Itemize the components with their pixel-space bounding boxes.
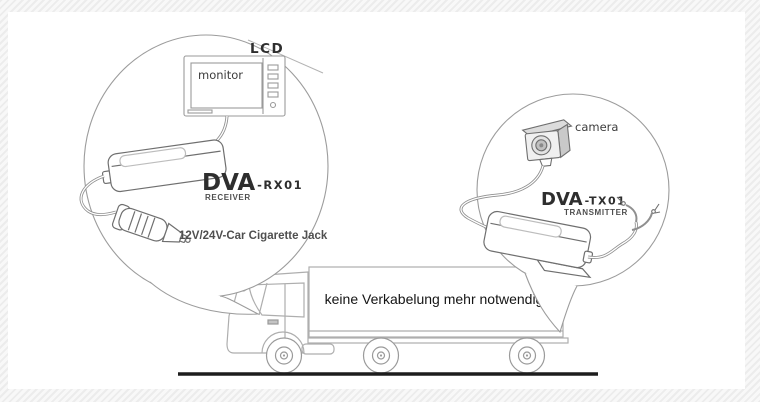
camera-bracket bbox=[539, 157, 553, 167]
camera-label: camera bbox=[575, 120, 618, 134]
transmitter-callout: camera DVA-TX01 TRANSMITTER bbox=[459, 93, 670, 334]
transmitter-role: TRANSMITTER bbox=[564, 208, 628, 217]
transmitter-device bbox=[483, 210, 594, 279]
receiver-device bbox=[101, 139, 227, 193]
truck-cab bbox=[226, 271, 335, 355]
transmitter-callout-tail bbox=[525, 273, 577, 332]
plug-cable bbox=[79, 174, 117, 216]
truck-illustration: keine Verkabelung mehr notwendig bbox=[178, 266, 598, 376]
receiver-role: RECEIVER bbox=[205, 193, 251, 202]
pigtail-wire-right bbox=[631, 212, 653, 231]
truck-wheels bbox=[265, 337, 546, 374]
wire-tip-right bbox=[651, 209, 656, 214]
receiver-callout-tail bbox=[150, 282, 258, 315]
transmitter-name: DVA-TX01 bbox=[541, 189, 626, 210]
camera-device bbox=[521, 119, 573, 167]
camera-cable bbox=[459, 165, 545, 230]
power-pigtail bbox=[587, 196, 661, 260]
trailer-caption: keine Verkabelung mehr notwendig bbox=[325, 291, 544, 307]
truck-wheel-middle bbox=[362, 337, 400, 374]
monitor-screen bbox=[190, 62, 263, 109]
truck-wheel-front bbox=[265, 337, 303, 374]
plug-tip bbox=[185, 237, 191, 243]
monitor-screen-label: monitor bbox=[198, 68, 243, 82]
monitor-device: monitor bbox=[183, 55, 286, 117]
receiver-callout: LCD monitor bbox=[79, 34, 329, 315]
receiver-name: DVA-RX01 bbox=[202, 170, 303, 196]
truck-fuel-tank bbox=[301, 343, 335, 355]
truck-trailer bbox=[305, 266, 569, 344]
lcd-label: LCD bbox=[250, 41, 284, 57]
pigtail-wire-left bbox=[625, 204, 638, 223]
truck-wheel-rear bbox=[508, 337, 546, 374]
cigarette-plug bbox=[111, 203, 191, 243]
monitor-buttons bbox=[267, 64, 279, 109]
truck-door-handle bbox=[267, 319, 279, 325]
lcd-leader-line bbox=[247, 39, 324, 74]
jack-label: 12V/24V-Car Cigarette Jack bbox=[179, 230, 328, 242]
